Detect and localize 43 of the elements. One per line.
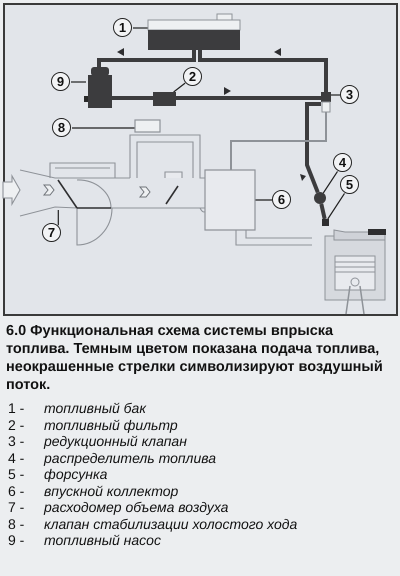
pressure-regulator <box>321 92 331 112</box>
fuel-tank <box>148 14 240 50</box>
item-number: 6 - <box>8 482 26 499</box>
idle-valve <box>134 119 161 133</box>
item-number: 3 - <box>8 433 26 450</box>
item-description: редукционный клапан <box>44 433 187 450</box>
leader-line <box>72 127 135 129</box>
air-flow-meter-flap <box>57 180 111 209</box>
item-description: клапан стабилизации холостого хода <box>44 516 298 532</box>
leader-line <box>327 193 345 220</box>
leader-line <box>133 27 148 29</box>
item-number: 8 - <box>8 516 26 532</box>
fuel-pipe <box>112 96 153 100</box>
item-number: 4 - <box>8 450 26 466</box>
item-description: топливный бак <box>44 400 146 416</box>
item-description: топливный фильтр <box>44 416 178 433</box>
leader-line <box>322 171 338 194</box>
leader-line <box>255 199 272 201</box>
leader-line <box>173 82 186 92</box>
leader-line <box>58 210 59 226</box>
item-description: впускной коллектор <box>44 482 178 499</box>
intake-manifold <box>204 169 256 231</box>
leader-line <box>71 81 86 83</box>
fuel-pump <box>84 67 112 108</box>
fuel-pipe <box>198 50 328 92</box>
caption: 6.0 Функциональная схема системы впрыска топлива. Темным цветом показана подача топлива, неокрашенные стрелки символизируют воздушный поток. <box>6 322 384 394</box>
fuel-pipe <box>176 96 321 100</box>
fuel-distributor <box>314 192 326 204</box>
injector <box>322 219 329 226</box>
item-number: 1 - <box>8 400 26 416</box>
item-description: форсунка <box>44 466 108 482</box>
item-description: расходомер объема воздуха <box>44 499 228 516</box>
item-number: 9 - <box>8 532 26 548</box>
fuel-pipe <box>97 50 196 67</box>
fuel-pipe <box>305 102 321 194</box>
item-number: 2 - <box>8 416 26 433</box>
item-description: распределитель топлива <box>44 450 216 466</box>
item-number: 5 - <box>8 466 26 482</box>
item-description: топливный насос <box>44 532 161 548</box>
fuel-filter <box>153 92 176 106</box>
fuel-pipe <box>319 203 327 220</box>
item-number: 7 - <box>8 499 26 516</box>
vacuum-hose <box>230 112 327 170</box>
